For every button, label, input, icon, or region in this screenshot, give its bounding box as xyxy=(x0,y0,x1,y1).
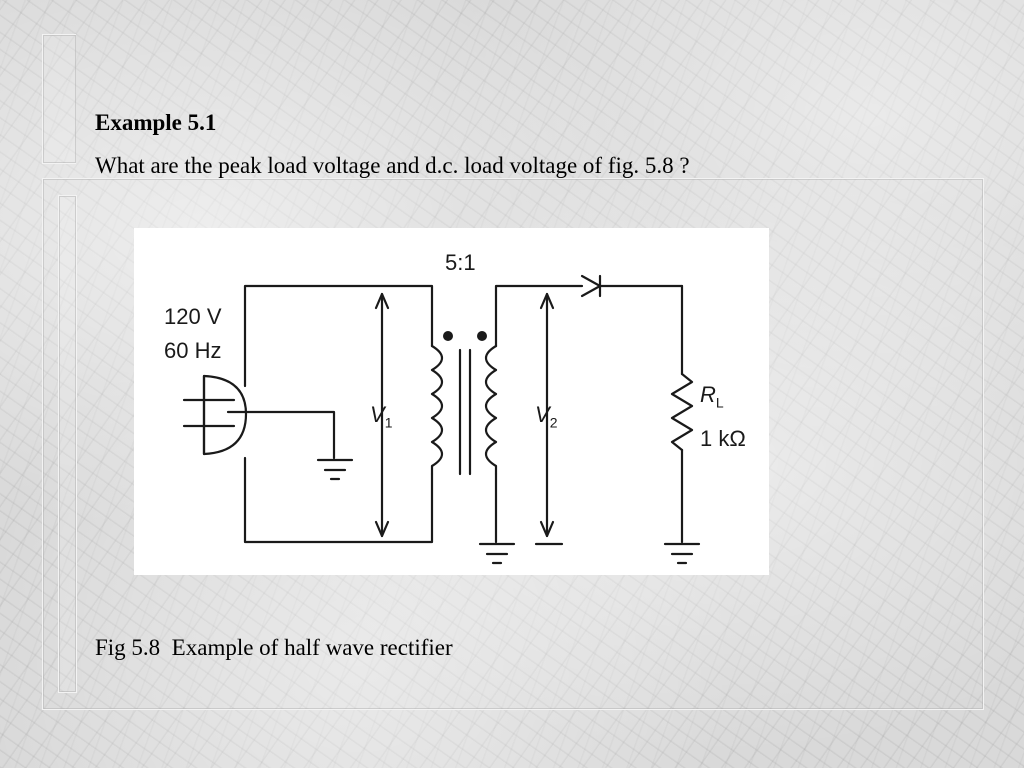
source-voltage-label: 120 V xyxy=(164,304,222,329)
decorative-frame-top xyxy=(42,34,76,164)
ground-icon-load xyxy=(663,542,701,565)
secondary-top-wire xyxy=(494,284,584,348)
figure-caption: Fig 5.8 Example of half wave rectifier xyxy=(95,635,453,660)
v2-label: V2 xyxy=(535,402,558,431)
v1-arrow xyxy=(374,292,390,538)
circuit-diagram: 5:1 120 V 60 Hz V1 V2 RL 1 kΩ xyxy=(134,228,769,575)
question-text: What are the peak load voltage and d.c. … xyxy=(95,153,690,178)
ground-icon-secondary xyxy=(478,542,516,565)
secondary-dot xyxy=(477,331,487,341)
diode-icon xyxy=(580,274,684,298)
example-title: Example 5.1 xyxy=(95,110,217,135)
v1-label: V1 xyxy=(370,402,393,431)
source-frequency-label: 60 Hz xyxy=(164,338,222,363)
load-resistor-label: RL xyxy=(700,382,724,411)
ground-icon-source xyxy=(316,458,354,481)
decorative-frame-left xyxy=(58,195,77,693)
primary-dot xyxy=(443,331,453,341)
load-resistor-value: 1 kΩ xyxy=(700,426,746,451)
primary-top-wire xyxy=(243,284,434,388)
v2-arrow xyxy=(539,292,555,538)
decorative-frame-box xyxy=(42,178,984,710)
ac-plug-icon xyxy=(182,374,248,456)
primary-bottom-wire xyxy=(243,456,434,544)
plug-ground-wire xyxy=(226,410,336,460)
load-resistor-icon xyxy=(670,372,694,452)
secondary-coil xyxy=(484,344,498,476)
circuit-drawing xyxy=(182,274,701,565)
turns-ratio-label: 5:1 xyxy=(445,250,476,275)
primary-coil xyxy=(430,344,444,476)
